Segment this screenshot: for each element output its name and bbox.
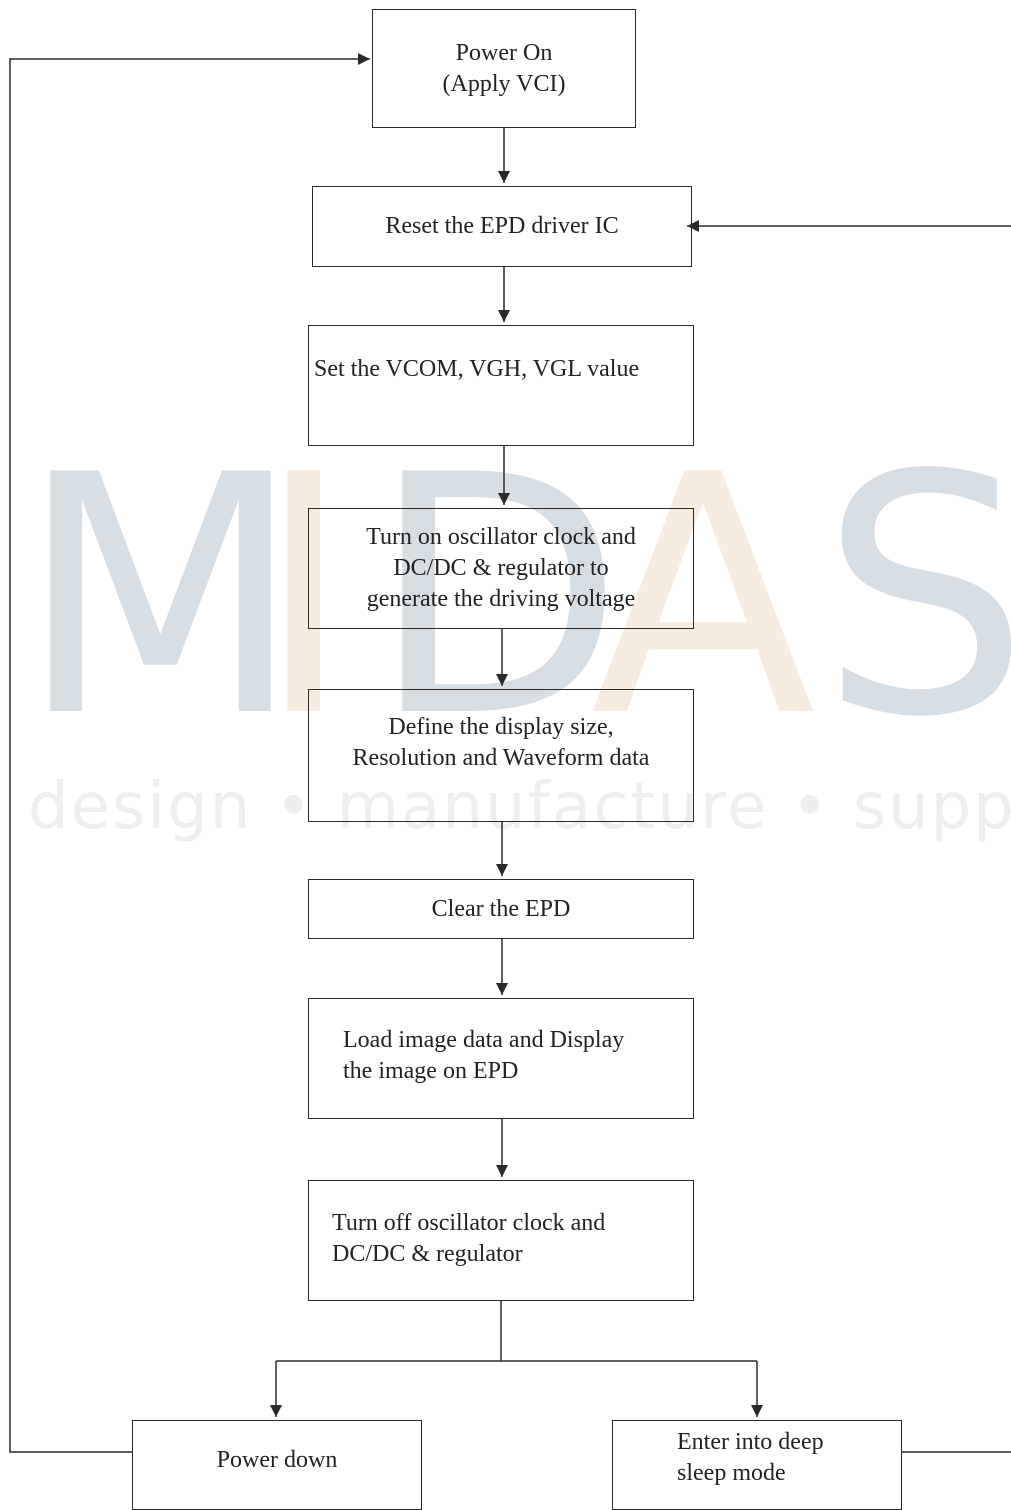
loop-arrow-power-on: [9, 53, 370, 1453]
step-power-down: Power down: [132, 1420, 422, 1510]
step-turn-off-oscillator: Turn off oscillator clock and DC/DC & re…: [308, 1180, 694, 1301]
watermark-tagline: design • manufacture • suppl: [28, 770, 1011, 844]
watermark-letter-m: M: [18, 405, 303, 789]
step-power-on-line-1: Power On: [455, 39, 553, 66]
step-turn-on-oscillator-line-3: generate the driving voltage: [366, 586, 636, 612]
step-turn-on-oscillator: Turn on oscillator clock and DC/DC & reg…: [308, 508, 694, 629]
watermark-letter-s: S: [820, 405, 1011, 789]
step-define-display: Define the display size, Resolution and …: [308, 689, 694, 822]
step-set-vcom-label: Set the VCOM, VGH, VGL value: [314, 356, 640, 382]
step-reset-label: Reset the EPD driver IC: [385, 213, 619, 239]
watermark-letter-i: I: [255, 405, 353, 789]
step-load-image-line-1: Load image data and Display: [343, 1027, 625, 1053]
step-clear-epd-label: Clear the EPD: [431, 895, 571, 922]
step-reset: Reset the EPD driver IC: [312, 186, 692, 267]
step-power-down-label: Power down: [216, 1447, 338, 1473]
step-deep-sleep-line-2: sleep mode: [677, 1460, 786, 1486]
step-deep-sleep: Enter into deep sleep mode: [612, 1420, 902, 1510]
step-load-image-line-2: the image on EPD: [343, 1058, 519, 1084]
step-turn-on-oscillator-line-1: Turn on oscillator clock and: [366, 524, 636, 550]
watermark-letter-a: A: [590, 405, 816, 789]
step-turn-off-oscillator-line-2: DC/DC & regulator: [332, 1241, 523, 1267]
step-power-on-line-2: (Apply VCI): [442, 70, 566, 97]
step-load-image: Load image data and Display the image on…: [308, 998, 694, 1119]
step-deep-sleep-line-1: Enter into deep: [677, 1429, 824, 1455]
step-power-on: Power On (Apply VCI): [372, 9, 636, 128]
step-define-display-line-2: Resolution and Waveform data: [352, 745, 650, 771]
step-set-vcom: Set the VCOM, VGH, VGL value: [308, 325, 694, 446]
step-turn-off-oscillator-line-1: Turn off oscillator clock and: [332, 1210, 606, 1236]
watermark-letter-d: D: [370, 405, 625, 789]
step-define-display-line-1: Define the display size,: [388, 714, 614, 740]
step-turn-on-oscillator-line-2: DC/DC & regulator to: [393, 555, 609, 581]
step-clear-epd: Clear the EPD: [308, 879, 694, 939]
